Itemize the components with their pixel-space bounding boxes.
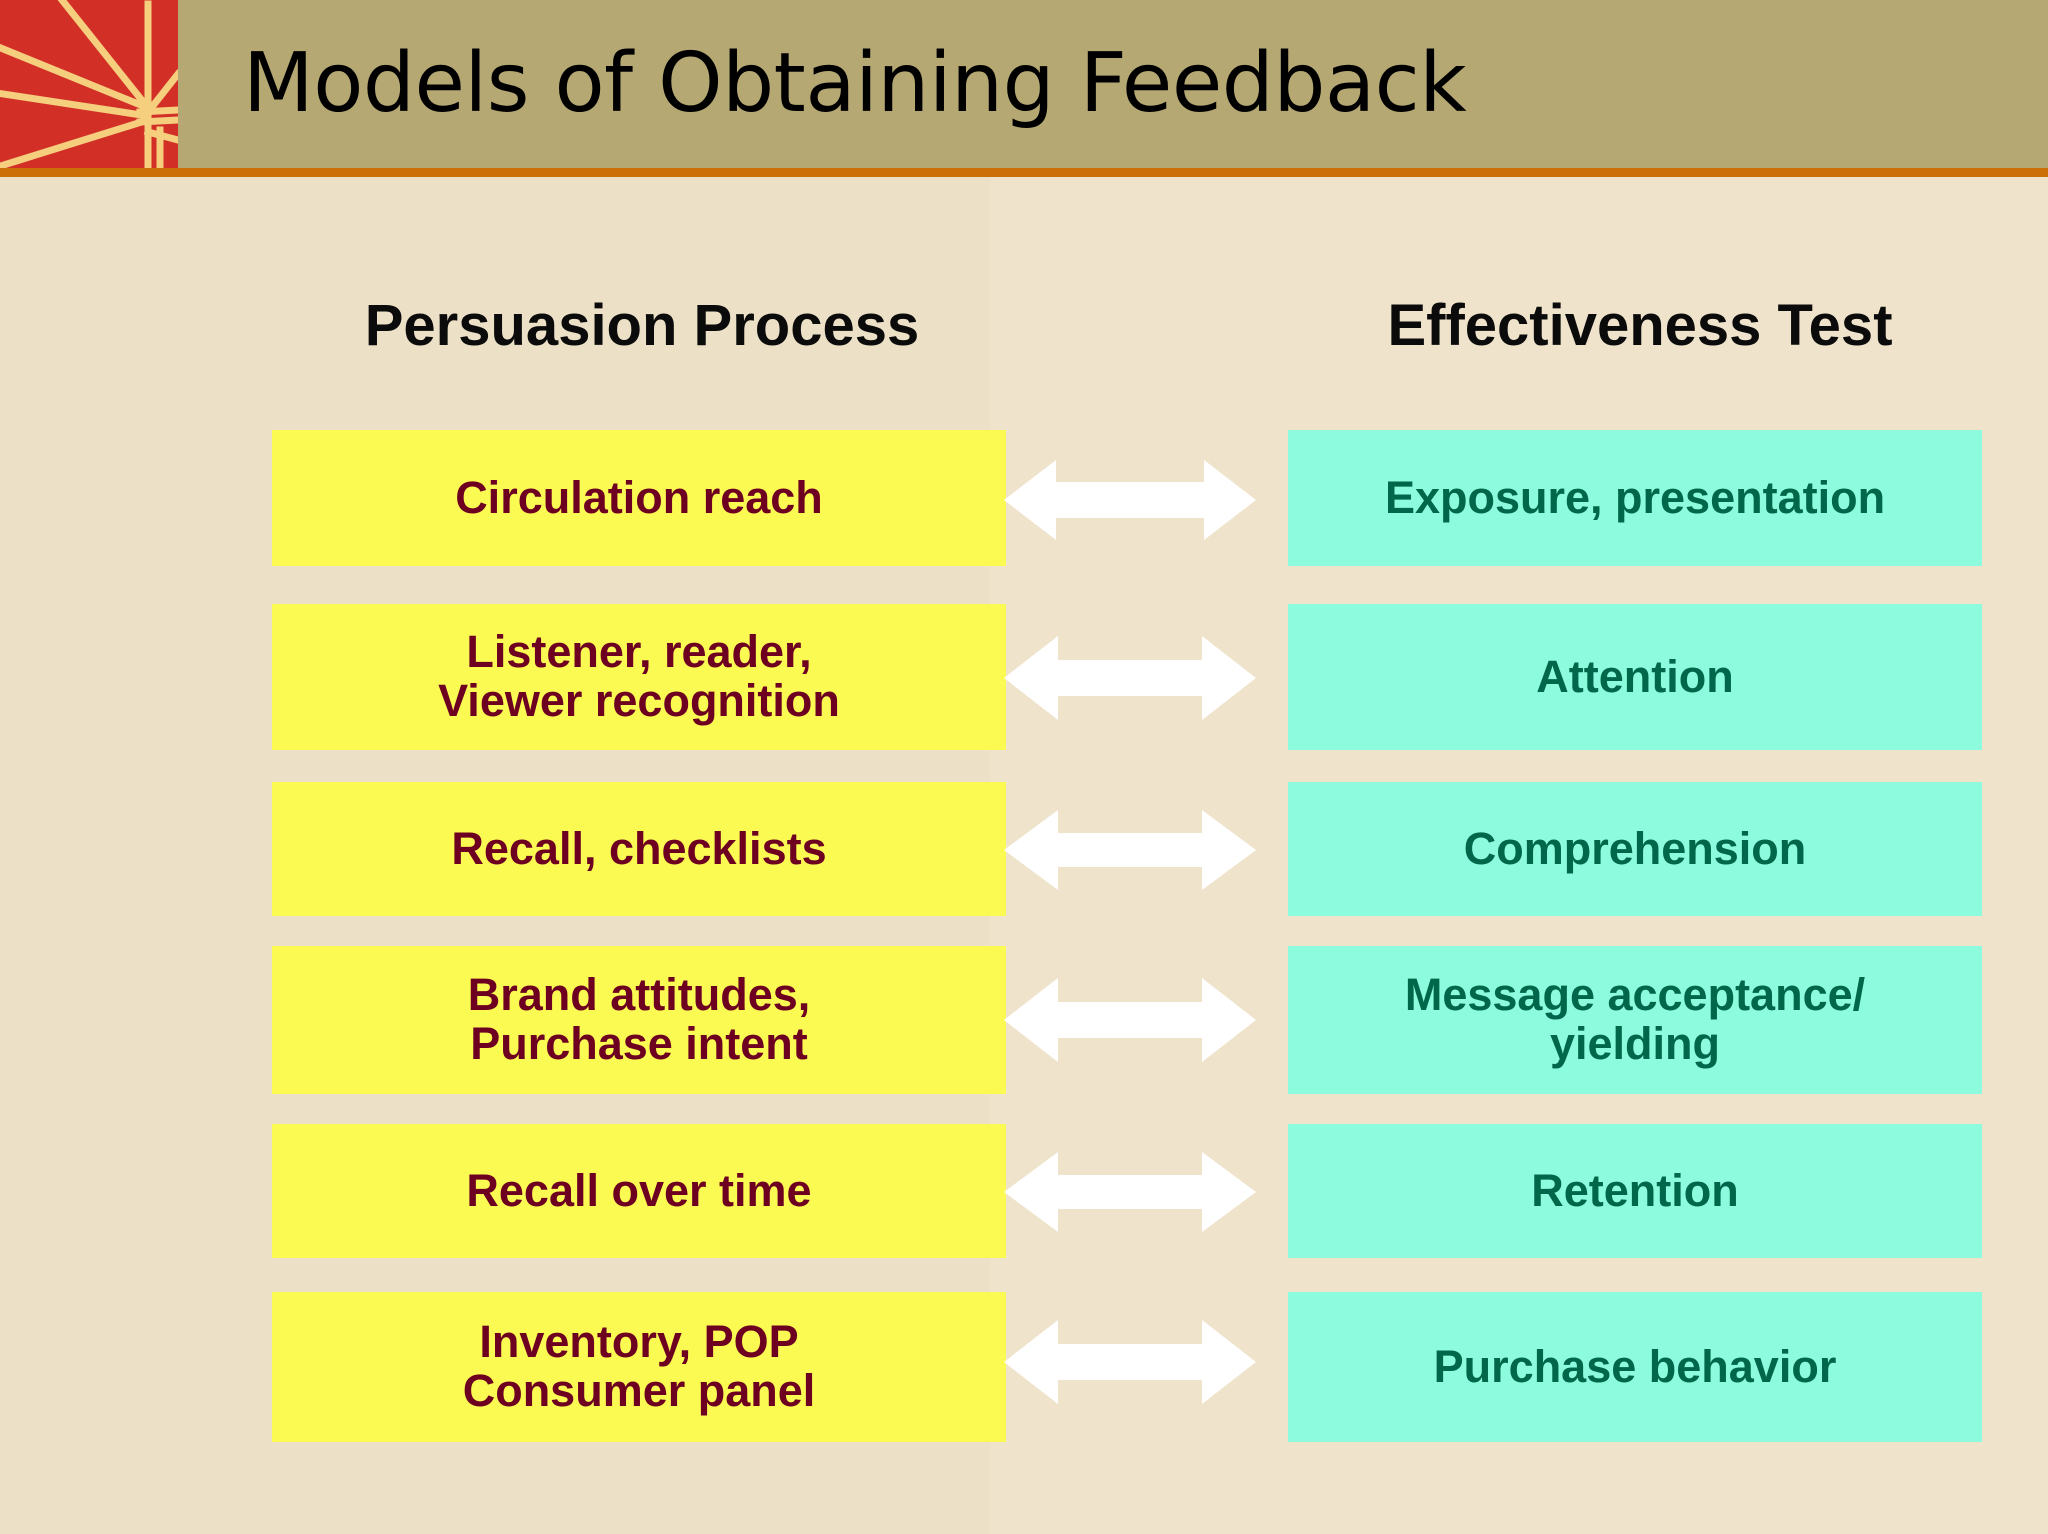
effectiveness-test-box[interactable]: Message acceptance/yielding <box>1288 946 1982 1094</box>
column-heading-effectiveness-test: Effectiveness Test <box>1387 293 1893 358</box>
double-headed-arrow-icon <box>1004 1318 1256 1406</box>
persuasion-step-box[interactable]: Circulation reach <box>272 430 1006 566</box>
starburst-logo-icon <box>0 0 178 168</box>
effectiveness-test-box[interactable]: Retention <box>1288 1124 1982 1258</box>
effectiveness-test-box[interactable]: Attention <box>1288 604 1982 750</box>
double-headed-arrow-icon <box>1004 1150 1256 1234</box>
column-heading-persuasion-process: Persuasion Process <box>364 293 920 358</box>
double-headed-arrow-icon <box>1004 458 1256 542</box>
effectiveness-test-box[interactable]: Purchase behavior <box>1288 1292 1982 1442</box>
persuasion-step-box[interactable]: Recall over time <box>272 1124 1006 1258</box>
title-bar <box>0 0 2048 168</box>
title-bar-rule <box>0 168 2048 177</box>
persuasion-step-box[interactable]: Brand attitudes,Purchase intent <box>272 946 1006 1094</box>
double-headed-arrow-icon <box>1004 976 1256 1064</box>
persuasion-step-box[interactable]: Recall, checklists <box>272 782 1006 916</box>
double-headed-arrow-icon <box>1004 634 1256 722</box>
double-headed-arrow-icon <box>1004 808 1256 892</box>
page-title: Models of Obtaining Feedback <box>243 36 1467 131</box>
effectiveness-test-box[interactable]: Comprehension <box>1288 782 1982 916</box>
effectiveness-test-box[interactable]: Exposure, presentation <box>1288 430 1982 566</box>
persuasion-step-box[interactable]: Listener, reader,Viewer recognition <box>272 604 1006 750</box>
